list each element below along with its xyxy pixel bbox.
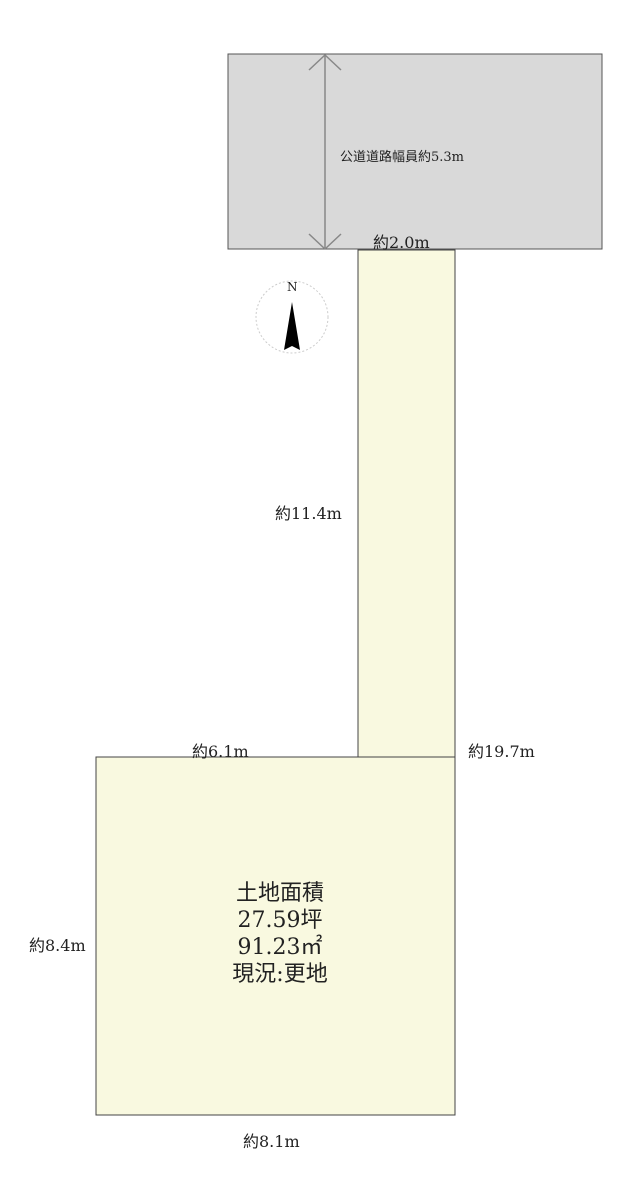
compass-label: N <box>287 280 298 294</box>
road-width-arrow <box>308 53 342 251</box>
right-total-label: 約19.7m <box>468 742 535 761</box>
lot-area-sqm: 91.23㎡ <box>237 935 323 960</box>
road-width-label: 公道道路幅員約5.3m <box>340 150 465 165</box>
lot-info: 土地面積 27.59坪 91.23㎡ 現況:更地 <box>180 880 380 988</box>
left-edge-label: 約8.4m <box>29 936 86 955</box>
top-edge-label: 約6.1m <box>192 742 249 761</box>
bottom-edge-label: 約8.1m <box>243 1132 300 1151</box>
lot-area-tsubo: 27.59坪 <box>237 908 323 933</box>
lot-area-title: 土地面積 <box>235 881 324 906</box>
frontage-label: 約2.0m <box>373 233 430 252</box>
north-compass-icon <box>255 280 329 354</box>
public-road <box>227 53 603 250</box>
pole-length-label: 約11.4m <box>275 504 342 523</box>
lot-status: 現況:更地 <box>232 962 328 987</box>
